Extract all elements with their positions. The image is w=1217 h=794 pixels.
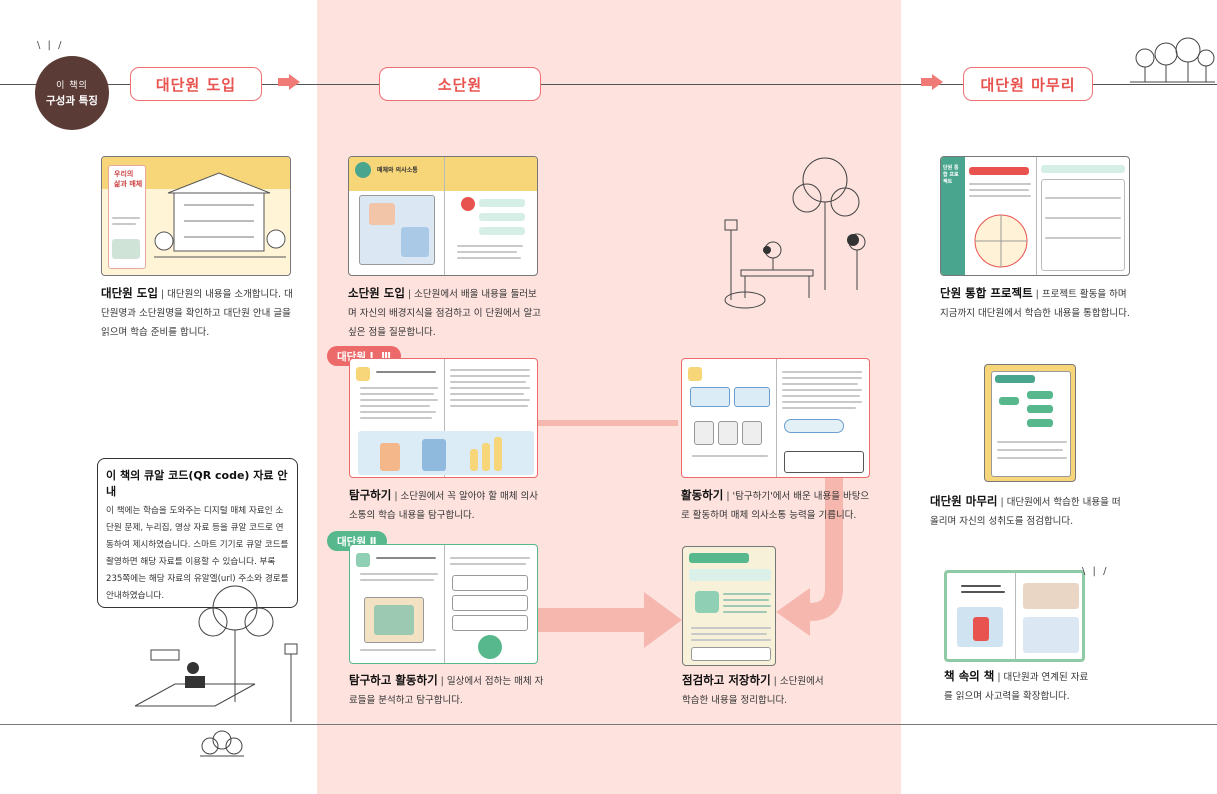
review-thumbnail [682, 546, 776, 666]
intro-card-title: 대단원 도입 [101, 286, 158, 300]
sub-intro-card-text: 소단원에서 배울 내용을 둘러보며 자신의 배경지식을 점검하고 이 단원에서 … [348, 289, 541, 338]
qr-guide-box: 이 책의 큐알 코드(QR code) 자료 안내 이 책에는 학습을 도와주는… [97, 458, 298, 608]
explore-activity-card: 탐구하고 활동하기|일상에서 접하는 매체 자료들을 분석하고 탐구합니다. [349, 673, 544, 706]
explore-card-title: 탐구하기 [349, 488, 392, 502]
project-card-title: 단원 통합 프로젝트 [940, 286, 1033, 300]
spark-icon: \ | / [37, 40, 64, 51]
bench-illustration-icon [724, 157, 866, 309]
closing-card-title: 대단원 마무리 [930, 494, 998, 508]
header-closing: 대단원 마무리 [963, 67, 1093, 101]
explore-activity-card-title: 탐구하고 활동하기 [349, 673, 438, 687]
qr-guide-body: 이 책에는 학습을 도와주는 디지털 매체 자료인 소단원 문제, 누리집, 영… [106, 506, 289, 601]
sub-thumb-title: 매체와 의사소통 [377, 167, 418, 174]
closing-card: 대단원 마무리|대단원에서 학습한 내용을 떠올리며 자신의 성취도를 점검합니… [930, 494, 1121, 527]
project-card-text: 프로젝트 활동을 하며 지금까지 대단원에서 학습한 내용을 통합합니다. [940, 289, 1130, 319]
book-card-text: 대단원과 연계된 자료를 읽으며 사고력을 확장합니다. [944, 672, 1089, 702]
explore-card: 탐구하기|소단원에서 꼭 알아야 할 매체 의사소통의 학습 내용을 탐구합니다… [349, 488, 538, 521]
sub-intro-card-title: 소단원 도입 [348, 286, 405, 300]
intro-card-text: 대단원의 내용을 소개합니다. 대단원명과 소단원명을 확인하고 대단원 안내 … [101, 289, 293, 338]
sub-intro-thumbnail: 매체와 의사소통 [348, 156, 538, 276]
header-rule [0, 84, 1217, 85]
explore-card-text: 소단원에서 꼭 알아야 할 매체 의사소통의 학습 내용을 탐구합니다. [349, 491, 538, 521]
header-sub-label: 소단원 [437, 75, 483, 94]
features-badge: 이 책의 구성과 특징 [35, 56, 109, 130]
activity-card-text: '탐구하기'에서 배운 내용을 바탕으로 활동하며 매체 의사소통 능력을 기릅… [681, 491, 870, 521]
reading-person-illustration-icon [135, 585, 298, 722]
intro-card: 대단원 도입|대단원의 내용을 소개합니다. 대단원명과 소단원명을 확인하고 … [101, 286, 293, 338]
book-card: 책 속의 책|대단원과 연계된 자료를 읽으며 사고력을 확장합니다. [944, 669, 1089, 702]
explore-thumbnail [349, 358, 538, 478]
flow-connector-explore [538, 420, 678, 426]
project-thumbnail: 단원 통합 프로젝트 [940, 156, 1130, 276]
arrow-right-icon [921, 74, 943, 90]
activity-thumbnail [681, 358, 870, 478]
plant-illustration-icon [200, 730, 244, 757]
explore-activity-thumbnail [349, 544, 538, 664]
spark-icon: \ | / [1082, 566, 1109, 577]
intro-thumbnail: 우리의 삶과 매체 [101, 156, 291, 276]
arrow-right-icon [278, 74, 300, 90]
closing-card-text: 대단원에서 학습한 내용을 떠올리며 자신의 성취도를 점검합니다. [930, 497, 1121, 527]
header-intro: 대단원 도입 [130, 67, 262, 101]
header-closing-label: 대단원 마무리 [980, 75, 1076, 94]
review-card-text: 소단원에서 학습한 내용을 정리합니다. [682, 676, 824, 706]
project-thumb-title: 단원 통합 프로젝트 [943, 165, 959, 185]
intro-thumb-title-1: 우리의 [114, 170, 134, 178]
book-thumbnail [944, 570, 1085, 662]
explore-activity-card-text: 일상에서 접하는 매체 자료들을 분석하고 탐구합니다. [349, 676, 544, 706]
badge-line2: 구성과 특징 [46, 95, 98, 107]
header-intro-label: 대단원 도입 [155, 75, 237, 94]
badge-line1: 이 책의 [56, 81, 88, 91]
qr-guide-title: 이 책의 큐알 코드(QR code) 자료 안내 [106, 469, 288, 498]
footer-rule [0, 724, 1217, 725]
flow-arrow-right [538, 592, 682, 648]
sub-intro-card: 소단원 도입|소단원에서 배울 내용을 둘러보며 자신의 배경지식을 점검하고 … [348, 286, 541, 338]
activity-card-title: 활동하기 [681, 488, 724, 502]
flow-arrow-down [776, 476, 843, 636]
book-card-title: 책 속의 책 [944, 669, 995, 683]
trees-illustration-icon [1130, 37, 1215, 83]
review-card: 점검하고 저장하기|소단원에서 학습한 내용을 정리합니다. [682, 673, 824, 706]
review-card-title: 점검하고 저장하기 [682, 673, 771, 687]
closing-thumbnail [984, 364, 1076, 482]
intro-thumb-title-2: 삶과 매체 [114, 180, 143, 188]
header-sub: 소단원 [379, 67, 541, 101]
activity-card: 활동하기|'탐구하기'에서 배운 내용을 바탕으로 활동하며 매체 의사소통 능… [681, 488, 870, 521]
project-card: 단원 통합 프로젝트|프로젝트 활동을 하며 지금까지 대단원에서 학습한 내용… [940, 286, 1130, 319]
